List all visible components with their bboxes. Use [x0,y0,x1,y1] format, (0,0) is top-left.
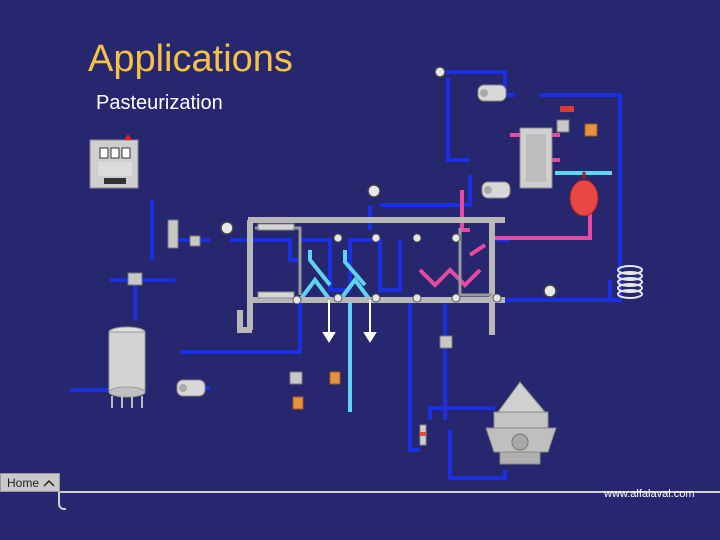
pipe-top-down [446,78,470,162]
gauge-icon [220,66,557,298]
footer-corner [58,478,66,510]
pipe-pink-left [460,190,470,232]
cyan-pipes [298,171,612,412]
pump-icon [176,379,206,397]
pump-icon [481,181,511,199]
control-panel-icon [89,134,139,189]
holding-coil-icon [617,265,643,299]
tank-icon [108,326,146,408]
heat-exchanger-icon [519,127,553,189]
valve-icon [419,424,427,446]
home-button[interactable]: Home [0,473,60,492]
footer-line [60,491,720,493]
pipe-right-return [505,93,622,302]
flow-arrows [322,300,377,343]
expansion-tank-icon [569,172,599,217]
valve-icon [560,106,574,112]
valve-icon [127,119,570,385]
pink-pipes [418,133,592,288]
chevron-up-icon [43,477,55,491]
pump-icon [477,84,507,102]
slide-title: Applications [88,38,293,80]
separator-icon [485,381,557,465]
pipe-down-to-separator [408,300,420,452]
slide-subtitle: Pasteurization [96,92,223,114]
home-button-label: Home [7,476,40,490]
pipe-to-pump [180,300,302,354]
pipe-regen-zigzag [300,238,402,292]
valve-icon [292,123,598,410]
website-url: www.alfalaval.com [604,488,695,500]
